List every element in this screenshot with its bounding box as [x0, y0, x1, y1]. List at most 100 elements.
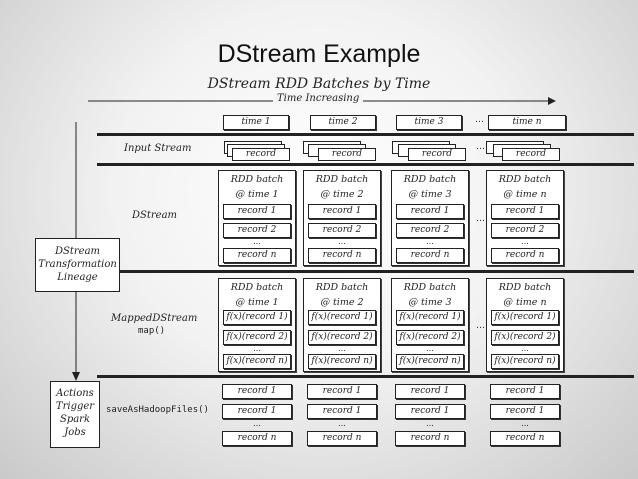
rdd-batch: RDD batch @ time 2 f(x)(record 1) f(x)(r… [303, 278, 381, 372]
record-box: f(x)(record 2) [396, 330, 464, 345]
record-box: record 1 [490, 384, 560, 399]
rdd-batch: RDD batch @ time n f(x)(record 1) f(x)(r… [486, 278, 564, 372]
action-output-column: record 1 record 1 ... record n [218, 384, 296, 452]
ellipsis: ... [253, 419, 261, 428]
time-box: time 2 [310, 115, 376, 130]
record-box: f(x)(record n) [396, 354, 464, 369]
separator-line [97, 133, 634, 136]
batch-title: RDD batch [403, 174, 457, 185]
input-record: record [502, 148, 560, 161]
record-box: record 1 [396, 204, 464, 219]
input-stream-label: Input Stream [124, 143, 192, 154]
record-box: f(x)(record n) [491, 354, 559, 369]
record-box: record n [395, 431, 465, 446]
record-box: f(x)(record 2) [223, 330, 291, 345]
record-box: f(x)(record 2) [308, 330, 376, 345]
rdd-batch: RDD batch @ time 1 f(x)(record 1) f(x)(r… [218, 278, 296, 372]
ellipsis: ... [426, 344, 434, 353]
record-box: record n [223, 248, 291, 263]
ellipsis: … [476, 142, 485, 152]
record-box: record n [396, 248, 464, 263]
rdd-batch: RDD batch @ time 3 f(x)(record 1) f(x)(r… [391, 278, 469, 372]
separator-line [97, 270, 634, 273]
batch-title: RDD batch [498, 174, 552, 185]
diagram-subtitle: DStream RDD Batches by Time [207, 76, 431, 92]
ellipsis: ... [521, 344, 529, 353]
lineage-line: DStream [54, 246, 101, 257]
record-box: record 1 [395, 384, 465, 399]
time-arrow-head [548, 97, 556, 105]
mapped-dstream-label: MappedDStream [111, 313, 198, 324]
ellipsis: ... [426, 419, 434, 428]
separator-line [97, 375, 634, 378]
record-box: record 1 [222, 384, 292, 399]
rdd-batch: RDD batch @ time n record 1 record 2 ...… [486, 170, 564, 266]
batch-time: @ time 3 [408, 297, 452, 308]
actions-line: Actions [56, 388, 94, 399]
batch-time: @ time 1 [235, 189, 279, 200]
record-box: f(x)(record 1) [223, 310, 291, 325]
batch-title: RDD batch [315, 174, 369, 185]
batch-time: @ time n [503, 189, 547, 200]
time-box: time 3 [396, 115, 462, 130]
input-record: record [408, 148, 466, 161]
ellipsis: ... [338, 237, 346, 246]
action-output-column: record 1 record 1 ... record n [303, 384, 381, 452]
record-box: record 1 [223, 204, 291, 219]
batch-title: RDD batch [315, 282, 369, 293]
ellipsis: … [476, 321, 485, 331]
time-box: time n [488, 115, 566, 130]
actions-line: Trigger [55, 401, 95, 412]
record-box: record 1 [308, 204, 376, 219]
record-box: record n [308, 248, 376, 263]
lineage-arrow-head [72, 372, 80, 381]
save-operation: saveAsHadoopFiles() [106, 405, 209, 415]
ellipsis: ... [521, 419, 529, 428]
record-box: record 1 [491, 204, 559, 219]
record-box: f(x)(record 2) [491, 330, 559, 345]
batch-title: RDD batch [230, 282, 284, 293]
batch-time: @ time n [503, 297, 547, 308]
record-box: record 1 [222, 404, 292, 419]
batch-time: @ time 1 [235, 297, 279, 308]
separator-line [97, 163, 634, 166]
actions-line: Spark [59, 414, 91, 425]
ellipsis: … [476, 214, 485, 224]
batch-title: RDD batch [498, 282, 552, 293]
input-record: record [318, 148, 376, 161]
record-box: f(x)(record 1) [308, 310, 376, 325]
ellipsis: ... [426, 237, 434, 246]
time-increasing-label: Time Increasing [273, 93, 364, 104]
ellipsis: … [475, 115, 484, 125]
ellipsis: ... [253, 344, 261, 353]
actions-box: Actions Trigger Spark Jobs [50, 381, 100, 448]
record-box: record 1 [307, 404, 377, 419]
lineage-line: Lineage [57, 272, 98, 283]
record-box: record 2 [396, 223, 464, 238]
ellipsis: ... [253, 237, 261, 246]
dstream-label: DStream [132, 210, 178, 221]
rdd-batch: RDD batch @ time 2 record 1 record 2 ...… [303, 170, 381, 266]
page-title: DStream Example [217, 40, 421, 68]
record-box: f(x)(record 1) [396, 310, 464, 325]
ellipsis: ... [338, 344, 346, 353]
ellipsis: ... [521, 237, 529, 246]
record-box: record n [307, 431, 377, 446]
record-box: record 1 [395, 404, 465, 419]
batch-title: RDD batch [230, 174, 284, 185]
action-output-column: record 1 record 1 ... record n [486, 384, 564, 452]
record-box: f(x)(record n) [308, 354, 376, 369]
rdd-batch: RDD batch @ time 1 record 1 record 2 ...… [218, 170, 296, 266]
record-box: record 1 [490, 404, 560, 419]
rdd-batch: RDD batch @ time 3 record 1 record 2 ...… [391, 170, 469, 266]
record-box: record 2 [491, 223, 559, 238]
input-record: record [232, 148, 290, 161]
record-box: record n [490, 431, 560, 446]
record-box: f(x)(record 1) [491, 310, 559, 325]
actions-line: Jobs [64, 427, 86, 438]
ellipsis: ... [338, 419, 346, 428]
batch-title: RDD batch [403, 282, 457, 293]
map-operation: map() [138, 326, 166, 336]
record-box: record n [491, 248, 559, 263]
batch-time: @ time 2 [320, 297, 364, 308]
